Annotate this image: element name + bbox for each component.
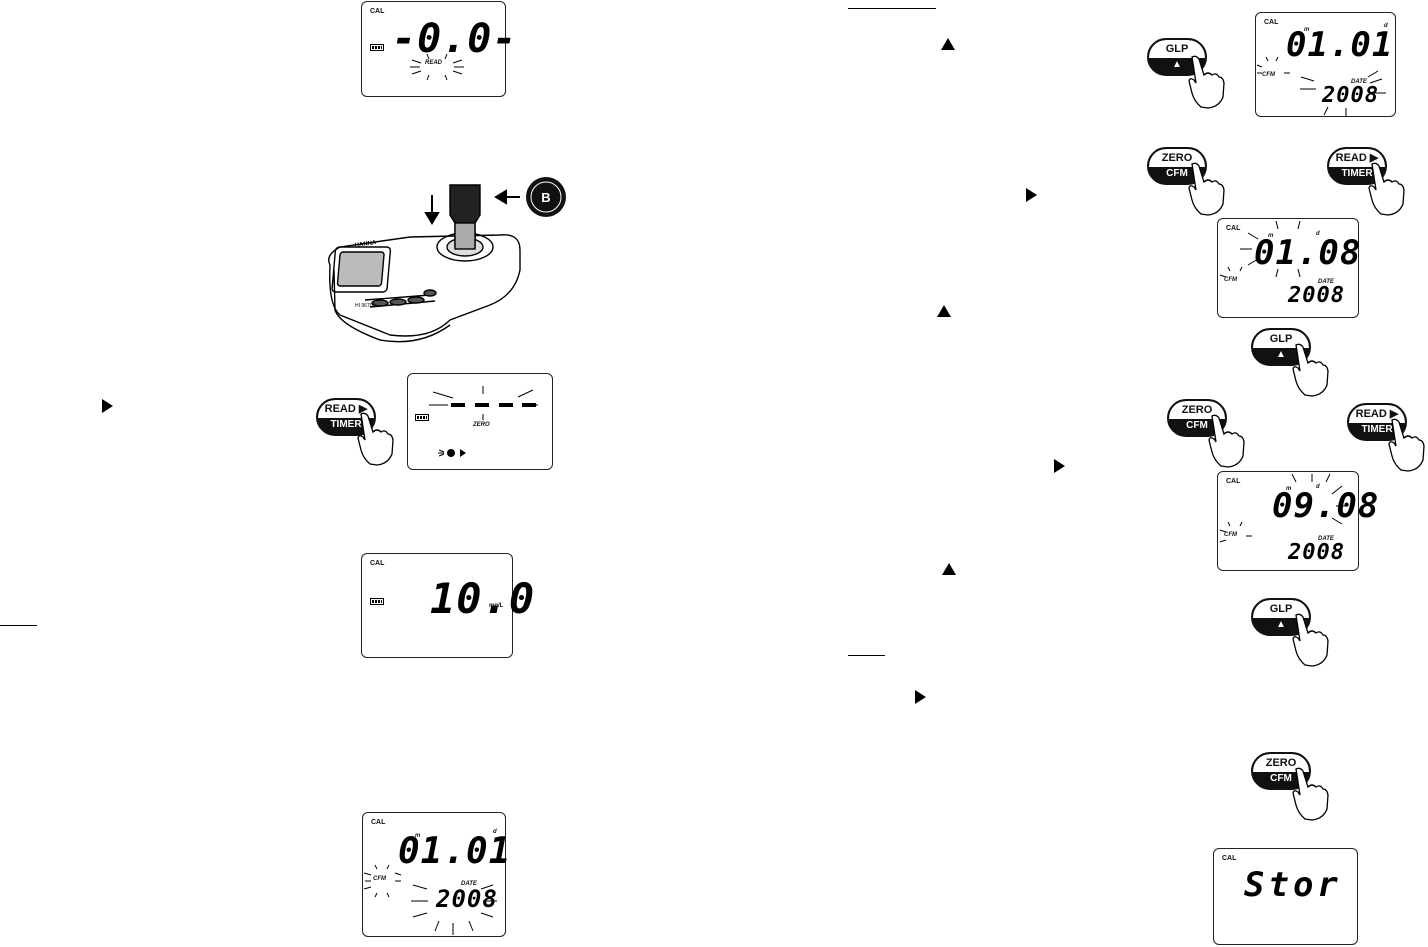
lcd-display-date: CAL m d 01.01 CFM DATE 2008	[362, 812, 510, 937]
lcd-display-date: CAL m d 09.08 CFM DATE 2008	[1217, 471, 1378, 571]
divider-line	[848, 8, 936, 9]
read-label: READ ▶	[1349, 405, 1405, 423]
model-label: HI 96700	[355, 303, 376, 309]
glp-label: GLP	[1149, 40, 1205, 58]
lcd-value: 01.01	[1286, 25, 1394, 65]
month-label: m	[1268, 233, 1274, 239]
up-label: ▲	[1276, 349, 1286, 360]
glp-button[interactable]: GLP ▲	[1251, 328, 1311, 366]
cfm-label: CFM	[1186, 420, 1208, 431]
brand-label: HANNA	[354, 240, 377, 249]
timer-label: TIMER	[1341, 168, 1373, 179]
lcd-display-zero: ZERO	[407, 373, 553, 470]
up-arrow-icon	[941, 38, 955, 50]
cfm-label: CFM	[1224, 277, 1237, 283]
blink-rays-icon	[410, 53, 464, 81]
lcd-value: 01.08	[1254, 233, 1362, 273]
pointing-hand-icon	[1388, 418, 1425, 472]
cal-label: CAL	[1264, 19, 1279, 26]
lcd-year: 2008	[436, 885, 498, 913]
pointing-hand-icon	[1188, 55, 1225, 109]
cal-label: CAL	[370, 560, 385, 567]
timer-label: TIMER	[330, 419, 362, 430]
lcd-value: 09.08	[1272, 486, 1380, 526]
zero-label: ZERO	[473, 422, 490, 428]
date-label: DATE	[461, 881, 477, 887]
lcd-display-zero-read: CAL -0.0- READ	[361, 1, 516, 97]
pointing-hand-icon	[1188, 162, 1225, 216]
zero-label: ZERO	[1149, 149, 1205, 167]
date-label: DATE	[1351, 79, 1367, 85]
blink-rays-icon	[1219, 473, 1348, 543]
lcd-display-stor: CAL Stor	[1213, 848, 1358, 945]
month-label: m	[1286, 486, 1292, 492]
day-label: d	[1316, 484, 1320, 490]
lcd-display-date: CAL m d 01.01 CFM DATE 2008	[1255, 12, 1396, 117]
cal-label: CAL	[1222, 855, 1237, 862]
glp-label: GLP	[1253, 600, 1309, 618]
right-arrow-icon	[1026, 188, 1037, 202]
cfm-label: CFM	[1224, 532, 1237, 538]
right-arrow-icon	[915, 690, 926, 704]
up-arrow-icon	[942, 563, 956, 575]
zero-label: ZERO	[1253, 754, 1309, 772]
battery-icon	[370, 44, 384, 51]
day-label: d	[1316, 231, 1320, 237]
blink-rays-icon	[1219, 220, 1301, 278]
cfm-label: CFM	[1166, 168, 1188, 179]
lamp-icon	[438, 449, 466, 457]
lcd-display-date: CAL m d 01.08 CFM DATE 2008	[1217, 218, 1362, 318]
cfm-label: CFM	[1270, 773, 1292, 784]
pointing-hand-icon	[1292, 613, 1329, 667]
battery-icon	[370, 598, 384, 605]
lcd-year: 2008	[1288, 540, 1345, 565]
lcd-value: 01.01	[398, 831, 512, 872]
dashes-and-rays	[429, 386, 538, 420]
divider-line	[0, 625, 37, 626]
lcd-value: -0.0-	[392, 16, 518, 62]
cal-label: CAL	[371, 819, 386, 826]
battery-icon	[415, 414, 429, 421]
month-label: m	[1304, 27, 1310, 33]
blink-rays-icon	[363, 864, 497, 935]
right-arrow-icon	[1054, 459, 1065, 473]
pointing-hand-icon	[357, 412, 394, 466]
right-arrow-icon	[102, 399, 113, 413]
up-label: ▲	[1276, 619, 1286, 630]
read-label: READ	[425, 60, 443, 66]
unit-label: mg/L	[489, 603, 504, 609]
read-label: READ ▶	[318, 400, 374, 418]
zero-label: ZERO	[1169, 401, 1225, 419]
cfm-label: CFM	[1262, 72, 1275, 78]
lcd-year: 2008	[1288, 283, 1345, 308]
pointing-hand-icon	[1292, 767, 1329, 821]
day-label: d	[1384, 23, 1388, 29]
up-arrow-icon	[937, 305, 951, 317]
cuvette-label: B	[541, 190, 550, 205]
lcd-value: Stor	[1244, 865, 1342, 905]
glp-label: GLP	[1253, 330, 1309, 348]
divider-line	[848, 655, 885, 656]
date-label: DATE	[1318, 536, 1334, 542]
lcd-display-reading: CAL 10.0 mg/L	[361, 553, 534, 658]
cal-label: CAL	[1226, 225, 1241, 232]
up-label: ▲	[1172, 59, 1182, 70]
pointing-hand-icon	[1292, 343, 1329, 397]
blink-rays-icon	[1256, 56, 1386, 117]
date-label: DATE	[1318, 279, 1334, 285]
pointing-hand-icon	[1208, 414, 1245, 468]
cal-label: CAL	[1226, 478, 1241, 485]
lcd-value: 10.0	[430, 574, 536, 623]
day-label: d	[493, 829, 497, 835]
meter-illustration: B HANNA HI 96700	[328, 177, 566, 343]
read-label: READ ▶	[1329, 149, 1385, 167]
lcd-year: 2008	[1322, 83, 1379, 108]
cal-label: CAL	[370, 8, 385, 15]
cfm-label: CFM	[373, 876, 386, 882]
timer-label: TIMER	[1361, 424, 1393, 435]
read-timer-button[interactable]: READ ▶ TIMER	[1347, 403, 1407, 441]
month-label: m	[415, 833, 421, 839]
pointing-hand-icon	[1368, 162, 1405, 216]
